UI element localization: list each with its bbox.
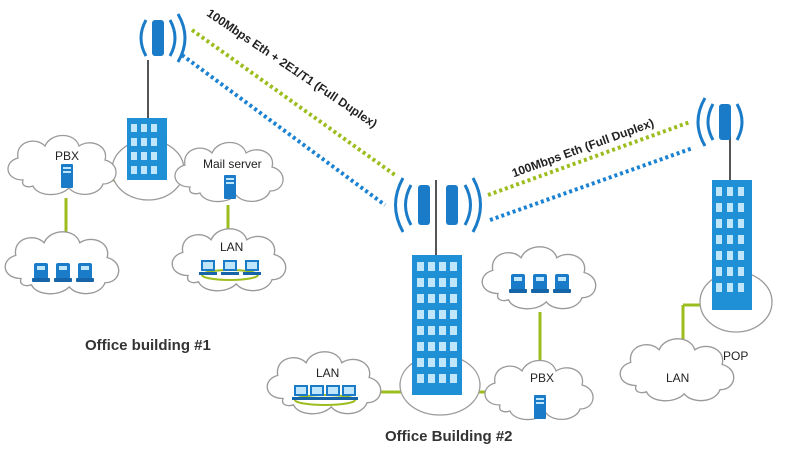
- building-2-pbx-label: PBX: [530, 371, 555, 385]
- building-1: [4, 13, 287, 295]
- building-2: [266, 177, 597, 421]
- pc-icon: [292, 385, 310, 400]
- building-2-name: Office Building #2: [385, 428, 513, 445]
- pop-label: POP: [723, 349, 749, 363]
- pc-icon: [199, 260, 217, 275]
- pbx-server-icon: [534, 395, 546, 419]
- pop-site: [619, 97, 773, 402]
- building-1-phones-cloud: [4, 231, 120, 295]
- building-2-phones-cloud: [481, 246, 597, 310]
- building-2-tower-icon: [412, 180, 462, 395]
- building-1-pbx-label: PBX: [55, 149, 80, 163]
- building-2-antenna-right-icon: [446, 177, 482, 233]
- pop-lan-cloud: [619, 338, 735, 402]
- phone-icon: [54, 263, 72, 282]
- pop-lan-label: LAN: [666, 371, 690, 385]
- link-1-blue-line: [180, 53, 387, 207]
- pop-tower-icon: [712, 135, 752, 310]
- building-1-lan-cloud: [171, 228, 287, 292]
- phone-icon: [509, 274, 527, 293]
- phone-icon: [553, 274, 571, 293]
- building-1-lan-label: LAN: [220, 240, 244, 254]
- building-1-name: Office building #1: [85, 337, 211, 354]
- building-2-antenna-left-icon: [394, 177, 430, 233]
- pc-icon: [308, 385, 326, 400]
- building-2-pbx-cloud: [484, 359, 594, 421]
- mail-server-icon: [224, 175, 236, 199]
- building-1-mail-cloud: [174, 141, 284, 203]
- building-1-antenna-icon: [139, 13, 187, 63]
- pop-antenna-icon: [696, 97, 744, 147]
- phone-icon: [76, 263, 94, 282]
- pc-icon: [324, 385, 342, 400]
- pc-icon: [221, 260, 239, 275]
- building-1-mail-server-label: Mail server: [203, 157, 262, 171]
- building-1-pbx-cloud: [7, 134, 117, 196]
- pc-icon: [243, 260, 261, 275]
- link-1: [180, 28, 397, 207]
- pbx-server-icon: [61, 164, 73, 188]
- phone-icon: [32, 263, 50, 282]
- phone-icon: [531, 274, 549, 293]
- building-2-lan-cloud: [266, 351, 382, 415]
- building-1-tower-icon: [127, 60, 167, 180]
- pc-icon: [340, 385, 358, 400]
- building-2-lan-label: LAN: [316, 366, 340, 380]
